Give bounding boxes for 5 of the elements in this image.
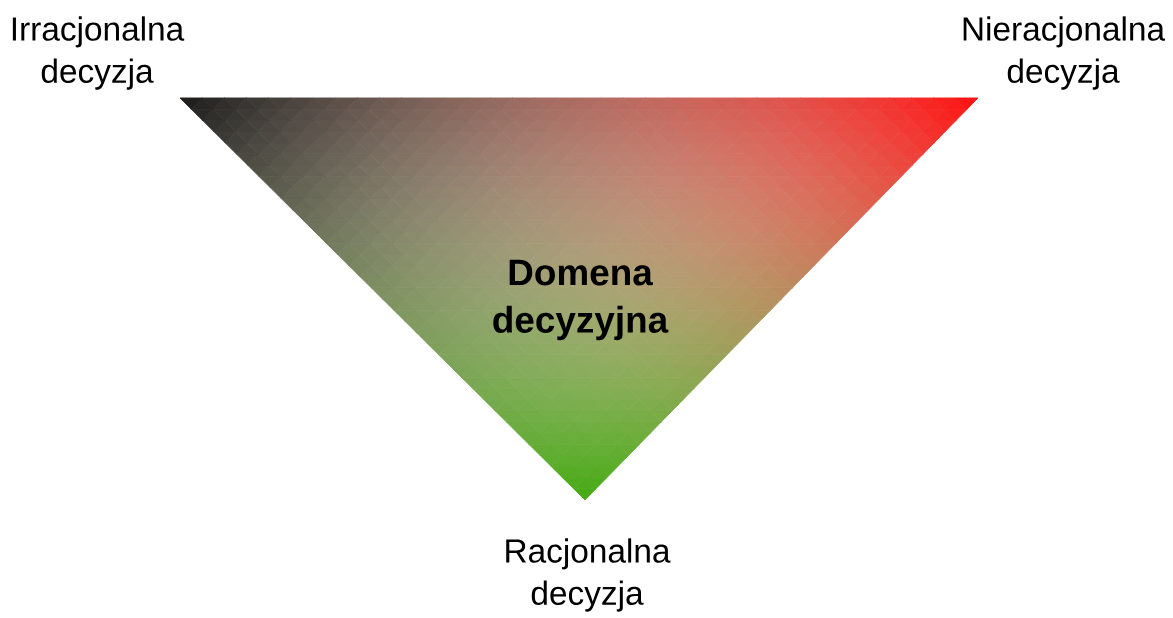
corner-label: Racjonalna decyzja — [506, 538, 671, 612]
corner-label: Nieracjonalna decyzja — [963, 16, 1166, 90]
gradient-triangle: Domena decyzyjna — [179, 97, 979, 501]
node-label: Domena decyzyjna — [493, 259, 669, 341]
corner-label: Irracjonalna decyzja — [12, 16, 185, 90]
